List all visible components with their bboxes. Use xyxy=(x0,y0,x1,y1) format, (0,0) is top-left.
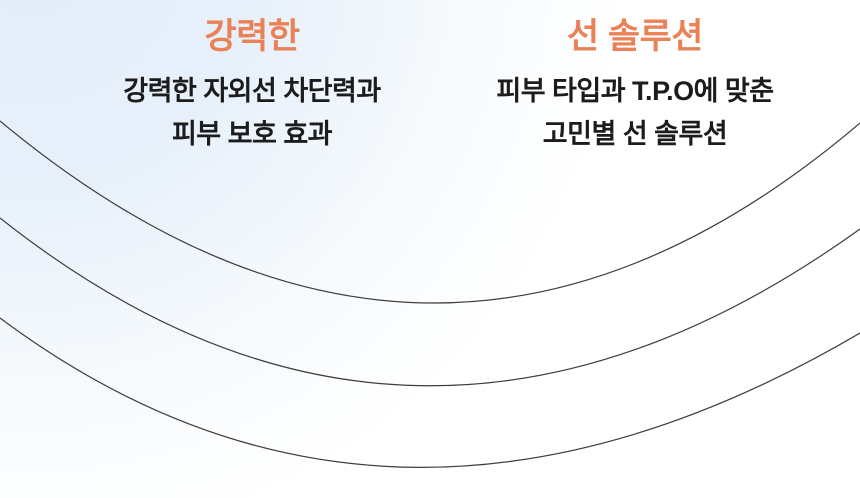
feature-title-uv-protection: 강력한 xyxy=(204,17,300,56)
feature-description-line: 고민별 선 솔루션 xyxy=(542,119,728,149)
feature-column-sun-solution: 선 솔루션 피부 타입과 T.P.O에 맞춘 고민별 선 솔루션 xyxy=(425,16,845,156)
feature-description-line: 강력한 자외선 차단력과 xyxy=(123,76,381,106)
decor-arc-1 xyxy=(0,120,860,304)
feature-description-line: 피부 보호 효과 xyxy=(171,119,333,149)
decor-arc-2 xyxy=(0,217,860,387)
decor-arc-3 xyxy=(0,317,860,468)
feature-column-uv-protection: 강력한 강력한 자외선 차단력과 피부 보호 효과 xyxy=(42,16,462,156)
feature-description-line: 피부 타입과 T.P.O에 맞춘 xyxy=(496,76,774,106)
feature-title-sun-solution: 선 솔루션 xyxy=(566,17,704,56)
